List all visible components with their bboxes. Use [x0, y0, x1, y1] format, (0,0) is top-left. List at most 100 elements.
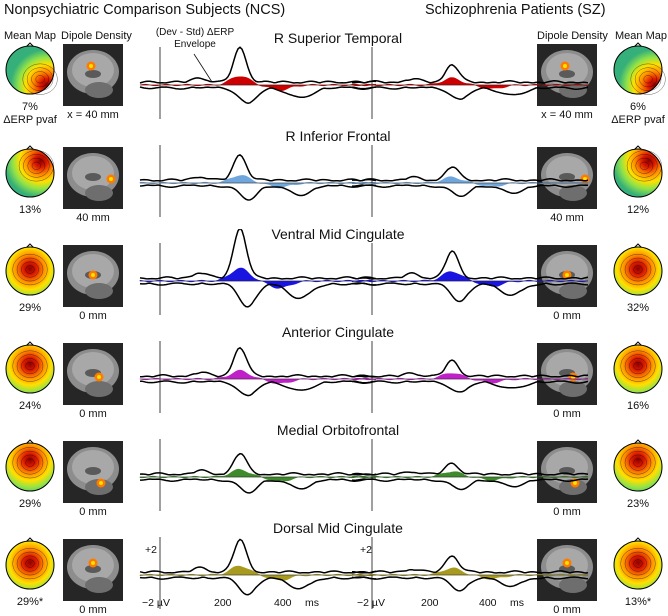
ncs-pvaf: 7% [22, 101, 38, 113]
mean-map-scalp [613, 145, 663, 198]
mean-map-scalp [613, 243, 663, 296]
ncs-slice-position: 0 mm [79, 408, 107, 420]
mean-map-scalp [5, 145, 55, 198]
envelope-upper [139, 229, 376, 280]
envelope-pointer [193, 53, 213, 83]
sz-slice-position: 40 mm [550, 212, 584, 224]
dipole-density-slice [63, 441, 123, 503]
sz-slice-position: 0 mm [553, 310, 581, 322]
region-title: Dorsal Mid Cingulate [273, 520, 403, 536]
ncs-erp-trace [139, 229, 376, 315]
dipole-density-slice [63, 147, 123, 209]
envelope-lower [351, 478, 588, 491]
mean-map-header-left: Mean Map [4, 30, 56, 42]
envelope-lower [139, 380, 376, 397]
envelope-upper [140, 346, 376, 378]
mean-map-scalp [5, 537, 55, 590]
ncs-erp-trace [139, 46, 376, 119]
envelope-annotation: (Dev - Std) ΔERP Envelope [140, 27, 250, 51]
sz-erp-trace [351, 341, 588, 413]
envelope-upper [351, 462, 588, 476]
envelope-lower [139, 86, 376, 104]
envelope-upper [352, 63, 588, 84]
mean-map-scalp [5, 243, 55, 296]
dipole-density-slice [63, 245, 123, 307]
region-title: Medial Orbitofrontal [276, 422, 400, 438]
sz-erp-trace [351, 439, 588, 511]
envelope-annotation-line1: (Dev - Std) ΔERP [155, 27, 235, 38]
mean-map-scalp [5, 439, 55, 492]
axis-ms-right: ms [510, 597, 524, 609]
envelope-lower [351, 282, 588, 303]
sz-pvaf: 32% [626, 302, 650, 314]
mean-map-scalp [613, 439, 663, 492]
mean-map-scalp [613, 42, 666, 95]
axis-200-right: 200 [421, 597, 439, 609]
delta-erp-fill [139, 267, 376, 289]
ncs-pvaf: 13% [18, 204, 42, 216]
envelope-upper [351, 166, 588, 182]
ncs-pvaf-label: ΔERP pvaf [3, 114, 57, 126]
region-title: R Superior Temporal [273, 30, 403, 46]
sz-erp-trace [351, 145, 588, 217]
mean-map-scalp [613, 537, 663, 590]
dipole-density-slice [63, 44, 123, 106]
envelope-lower [351, 86, 588, 100]
envelope-upper [139, 154, 376, 182]
envelope-upper [352, 359, 588, 378]
envelope-upper [139, 452, 376, 476]
envelope-lower [351, 380, 588, 393]
sz-erp-trace [351, 243, 588, 315]
dipole-density-slice [537, 441, 597, 503]
envelope-upper [139, 46, 376, 84]
dipole-density-slice [63, 343, 123, 405]
sz-slice-position: 0 mm [553, 506, 581, 518]
axis-minus-right: −2 µV [357, 597, 385, 609]
envelope-lower [140, 478, 376, 494]
ncs-slice-position: 40 mm [76, 212, 110, 224]
dipole-density-slice [537, 147, 597, 209]
envelope-upper [139, 538, 376, 574]
region-title: Ventral Mid Cingulate [271, 226, 405, 242]
axis-200-left: 200 [214, 597, 232, 609]
ncs-pvaf: 29% [18, 498, 42, 510]
sz-erp-trace [351, 47, 588, 119]
axis-400-left: 400 [274, 597, 292, 609]
region-title: Anterior Cingulate [281, 324, 395, 340]
sz-header: Schizophrenia Patients (SZ) [425, 2, 606, 18]
ncs-erp-trace [139, 439, 376, 511]
mean-map-scalp [5, 341, 55, 394]
mean-map-scalp [613, 341, 663, 394]
envelope-upper [352, 555, 588, 574]
sz-pvaf: 16% [626, 400, 650, 412]
sz-pvaf: 23% [626, 498, 650, 510]
envelope-upper [351, 250, 588, 280]
ncs-pvaf: 29% [18, 302, 42, 314]
axis-ms-left: ms [305, 597, 319, 609]
envelope-lower [352, 184, 588, 198]
region-title: R Inferior Frontal [285, 128, 391, 144]
sz-pvaf: 12% [626, 204, 650, 216]
sz-slice-position: x = 40 mm [541, 109, 593, 121]
axis-plus-right: +2 [360, 544, 372, 556]
dipole-density-header-left: Dipole Density [61, 30, 132, 42]
sz-pvaf: 13%* [624, 596, 652, 608]
ncs-slice-position: 0 mm [79, 604, 107, 616]
dipole-density-slice [63, 539, 123, 601]
ncs-erp-trace [139, 537, 376, 609]
ncs-slice-position: 0 mm [79, 506, 107, 518]
ncs-pvaf: 29%* [16, 596, 44, 608]
ncs-erp-trace [139, 145, 376, 217]
sz-pvaf: 6% [630, 101, 646, 113]
envelope-lower [139, 576, 376, 596]
mean-map-header-right: Mean Map [615, 30, 667, 42]
sz-slice-position: 0 mm [553, 408, 581, 420]
mean-map-scalp [5, 42, 58, 95]
sz-pvaf-label: ΔERP pvaf [611, 114, 665, 126]
ncs-pvaf: 24% [18, 400, 42, 412]
sz-erp-trace [351, 537, 588, 609]
axis-minus-left: −2 µV [142, 597, 170, 609]
envelope-lower [139, 282, 376, 308]
delta-erp-fill [351, 271, 588, 287]
delta-erp-fill [139, 565, 376, 581]
